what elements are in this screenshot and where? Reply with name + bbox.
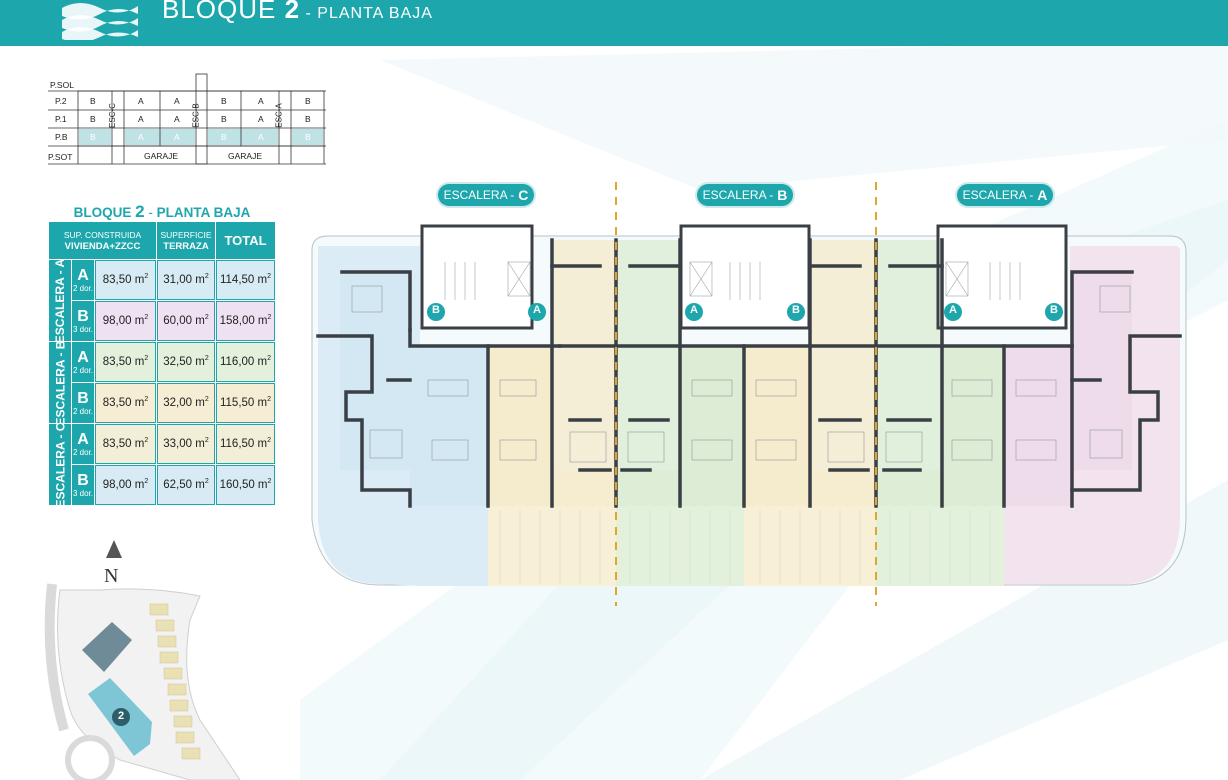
waves-logo-icon <box>62 3 138 40</box>
unit-letter: A <box>258 132 264 142</box>
north-label: N <box>104 565 119 587</box>
unit-letter: B <box>221 96 227 106</box>
unit-letter: B <box>90 114 96 124</box>
areas-table: SUP. CONSTRUIDA VIVIENDA+ZZCC SUPERFICIE… <box>49 222 275 507</box>
table-title-word: BLOQUE <box>73 205 132 220</box>
garage-label: GARAJE <box>228 151 263 161</box>
unit-letter: A <box>138 114 144 124</box>
unit-letter: A <box>174 96 180 106</box>
unit-letter: B <box>305 114 311 124</box>
site-map <box>44 540 241 780</box>
unit-letter: B <box>221 132 227 142</box>
floor-label: P.1 <box>55 114 67 124</box>
table-title-separator: - <box>144 205 157 220</box>
unit-letter: A <box>258 114 264 124</box>
title-separator: - <box>300 5 318 22</box>
unit-marker: A <box>533 304 541 316</box>
unit-letter: A <box>258 96 264 106</box>
title-subtitle: PLANTA BAJA <box>317 5 433 22</box>
stair-badge-a: ESCALERA -A <box>957 184 1053 206</box>
north-arrow-icon <box>106 540 122 558</box>
floor-label: P.2 <box>55 96 67 106</box>
title-number: 2 <box>284 0 301 24</box>
unit-letter: A <box>138 132 144 142</box>
header-built-line1: SUP. CONSTRUIDA <box>63 229 142 240</box>
header-bar: BLOQUE 2 - PLANTA BAJA <box>0 0 1228 46</box>
floor-label: P.SOT <box>48 152 73 162</box>
block-number-marker: 2 <box>117 710 125 722</box>
stair-group-label: ESCALERA - C <box>49 422 71 507</box>
header-terrace-area: SUPERFICIE TERRAZA <box>157 222 215 259</box>
header-built-area: SUP. CONSTRUIDA VIVIENDA+ZZCC <box>49 222 156 259</box>
unit-marker: B <box>1050 304 1058 316</box>
floor-label: P.SOL <box>50 80 74 90</box>
building-section-diagram <box>48 73 326 165</box>
unit-letter: B <box>305 132 311 142</box>
unit-marker: A <box>949 304 957 316</box>
unit-letter: B <box>221 114 227 124</box>
unit-letter: B <box>90 96 96 106</box>
stair-group-label: ESCALERA - A <box>49 258 71 343</box>
unit-letter: A <box>174 132 180 142</box>
title-word: BLOQUE <box>162 0 277 24</box>
unit-letter: B <box>305 96 311 106</box>
table-title-number: 2 <box>135 202 145 221</box>
unit-marker: B <box>432 304 440 316</box>
table-title-subtitle: PLANTA BAJA <box>156 205 251 220</box>
page-title: BLOQUE 2 - PLANTA BAJA <box>162 0 433 25</box>
table-title: BLOQUE 2 - PLANTA BAJA <box>49 202 275 222</box>
garage-label: GARAJE <box>144 151 179 161</box>
header-built-line2: VIVIENDA+ZZCC <box>64 240 141 252</box>
header-terrace-line2: TERRAZA <box>163 240 209 252</box>
unit-letter: A <box>174 114 180 124</box>
stair-badge-c: ESCALERA -C <box>438 184 534 206</box>
stair-badge-b: ESCALERA -B <box>697 184 793 206</box>
floor-label: P.B <box>55 132 68 142</box>
header-terrace-line1: SUPERFICIE <box>160 229 212 240</box>
stair-group-label: ESCALERA - B <box>49 340 71 425</box>
unit-marker: B <box>792 304 800 316</box>
unit-letter: B <box>90 132 96 142</box>
unit-letter: A <box>138 96 144 106</box>
unit-marker: A <box>690 304 698 316</box>
header-total: TOTAL <box>216 222 275 259</box>
